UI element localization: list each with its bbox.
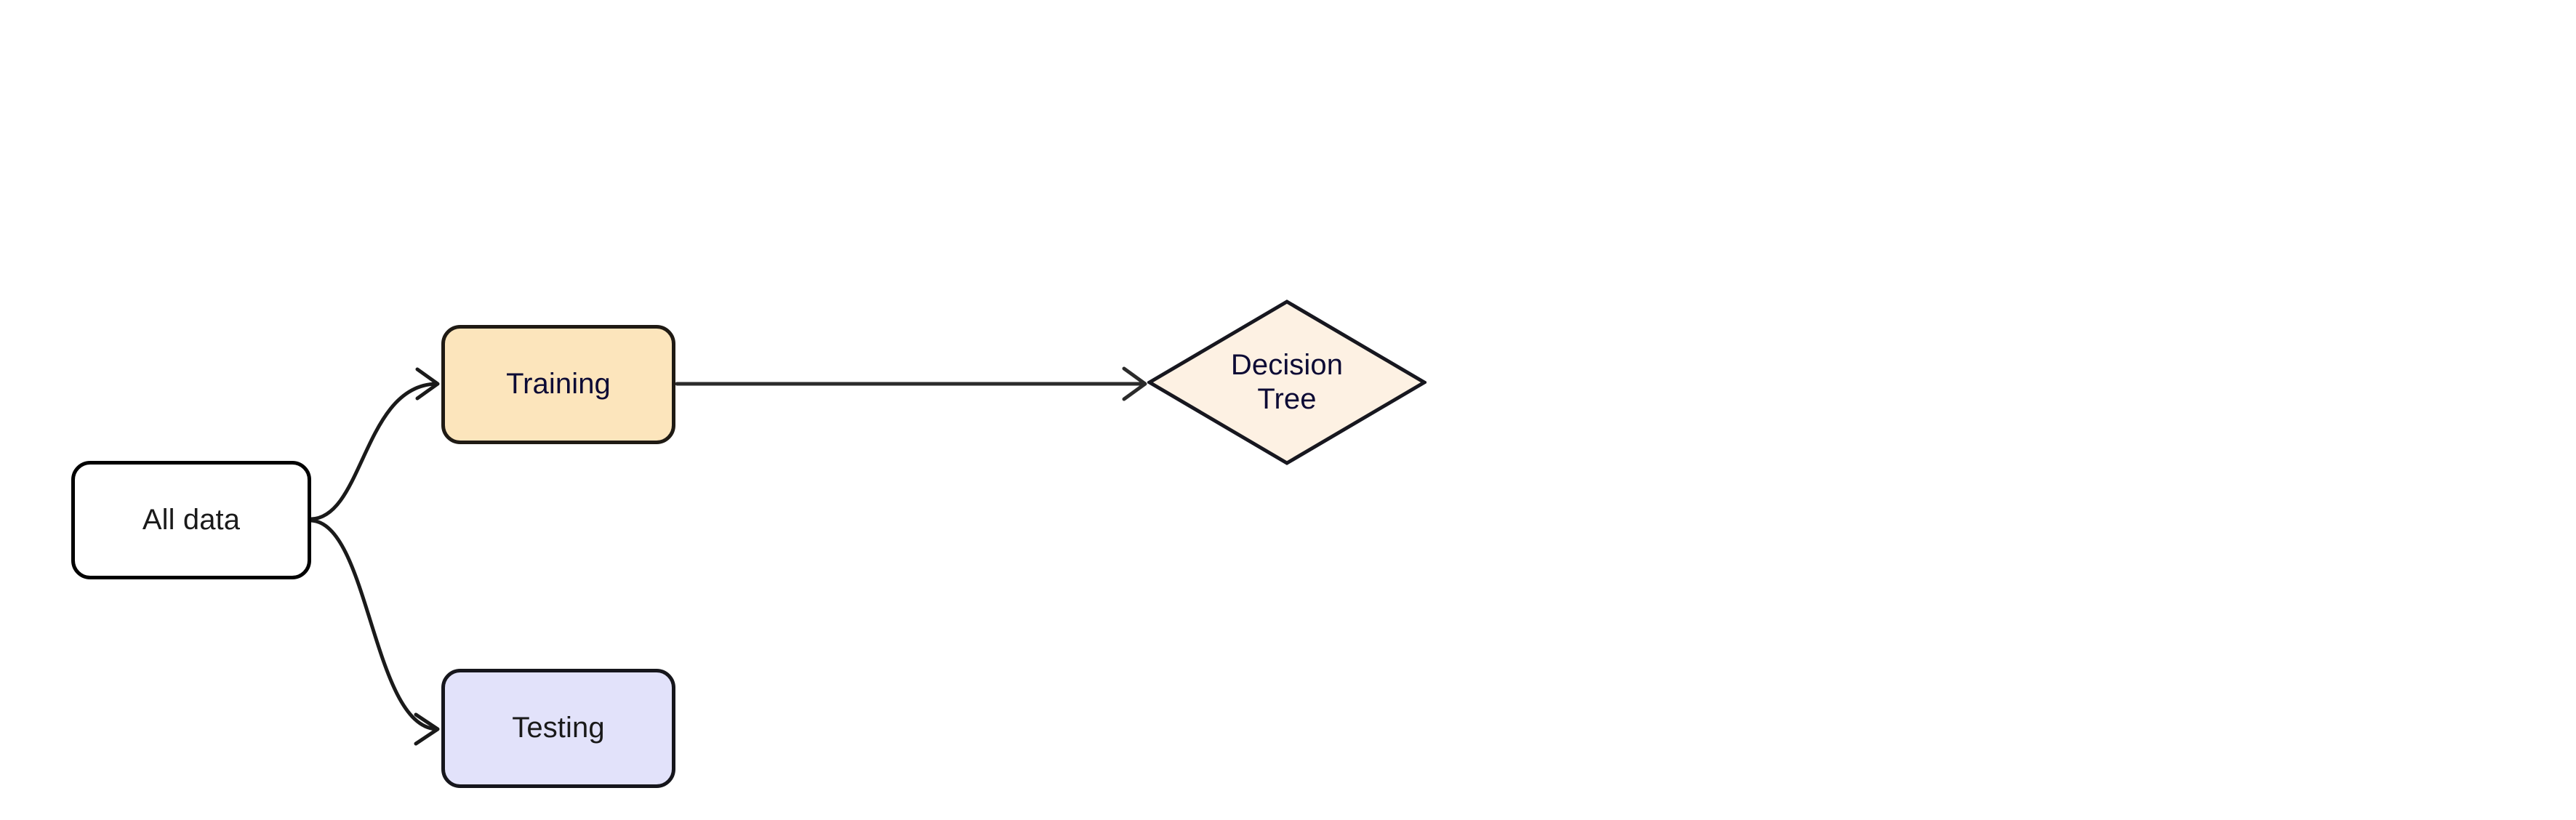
edge-all-data-to-training bbox=[309, 367, 440, 521]
node-all-data[interactable]: All data bbox=[71, 461, 311, 579]
edge-training-to-decision-tree bbox=[675, 366, 1147, 401]
arrowhead-icon bbox=[414, 712, 440, 746]
node-decision-tree-label: Decision Tree bbox=[1230, 348, 1344, 415]
node-testing-label: Testing bbox=[512, 712, 605, 744]
node-training-label: Training bbox=[506, 368, 611, 401]
node-all-data-label: All data bbox=[142, 503, 241, 536]
node-decision-tree[interactable]: Decision Tree bbox=[1147, 300, 1427, 465]
arrowhead-icon bbox=[1122, 366, 1147, 401]
diamond-shape-icon bbox=[1147, 300, 1427, 465]
node-training[interactable]: Training bbox=[441, 325, 675, 444]
edge-all-data-to-testing bbox=[309, 518, 440, 746]
node-testing[interactable]: Testing bbox=[441, 669, 675, 788]
arrowhead-icon bbox=[415, 367, 440, 401]
